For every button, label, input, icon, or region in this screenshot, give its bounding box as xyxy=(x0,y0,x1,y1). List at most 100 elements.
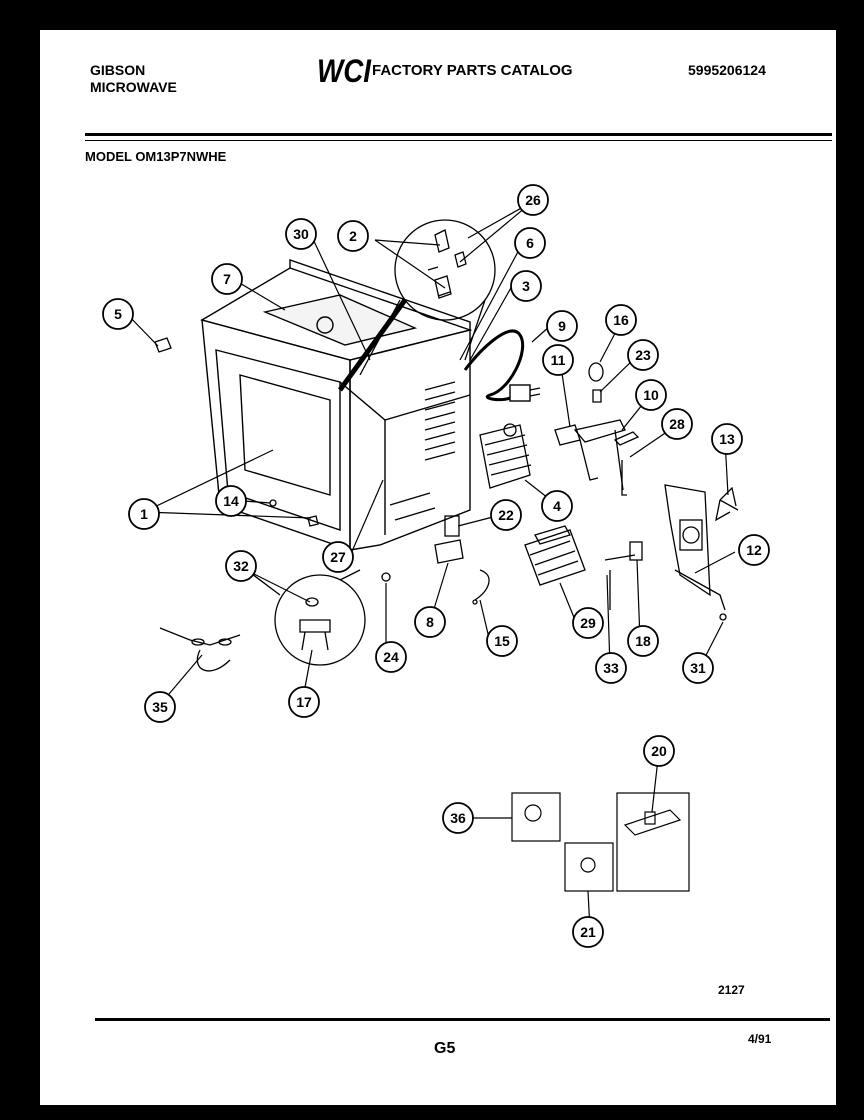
callout-circle xyxy=(682,652,714,684)
header-rule-thin xyxy=(85,140,832,141)
callout-26: 26 xyxy=(517,184,549,216)
callout-30: 30 xyxy=(285,218,317,250)
callout-8: 8 xyxy=(414,606,446,638)
callout-14: 14 xyxy=(215,485,247,517)
callout-circle xyxy=(517,184,549,216)
callout-label: 36 xyxy=(450,810,466,826)
callout-label: 26 xyxy=(525,192,541,208)
callout-label: 9 xyxy=(558,318,566,334)
magnetron xyxy=(479,423,532,489)
callout-12: 12 xyxy=(738,534,770,566)
power-cord xyxy=(463,329,541,402)
callout-circle xyxy=(661,408,693,440)
callout-circle xyxy=(635,379,667,411)
brackets xyxy=(554,362,640,496)
callout-32: 32 xyxy=(225,550,257,582)
callout-circle xyxy=(288,686,320,718)
callout-15: 15 xyxy=(486,625,518,657)
footer-rule xyxy=(95,1018,830,1021)
callout-18: 18 xyxy=(627,625,659,657)
callout-label: 31 xyxy=(690,660,706,676)
callout-label: 22 xyxy=(498,507,514,523)
callout-circle xyxy=(128,498,160,530)
callout-20: 20 xyxy=(643,735,675,767)
callout-24: 24 xyxy=(375,641,407,673)
callout-label: 10 xyxy=(643,387,659,403)
callout-1: 1 xyxy=(128,498,160,530)
callout-label: 27 xyxy=(330,549,346,565)
callout-circle xyxy=(572,916,604,948)
callout-2: 2 xyxy=(337,220,369,252)
callout-circle xyxy=(414,606,446,638)
callout-label: 4 xyxy=(553,498,561,514)
callout-circle xyxy=(542,344,574,376)
callout-label: 8 xyxy=(426,614,434,630)
callout-circle xyxy=(337,220,369,252)
callout-label: 2 xyxy=(349,228,357,244)
callout-circle xyxy=(322,541,354,573)
callout-17: 17 xyxy=(288,686,320,718)
callout-circle xyxy=(102,298,134,330)
callout-28: 28 xyxy=(661,408,693,440)
callout-29: 29 xyxy=(572,607,604,639)
header-rule xyxy=(85,133,832,136)
catalog-sheet: GIBSON MICROWAVE WCI FACTORY PARTS CATAL… xyxy=(40,30,836,1105)
small-fasteners xyxy=(154,337,391,582)
part-number: 5995206124 xyxy=(688,62,766,78)
callout-circle xyxy=(215,485,247,517)
wci-logo: WCI xyxy=(317,53,372,88)
callout-7: 7 xyxy=(211,263,243,295)
callout-35: 35 xyxy=(144,691,176,723)
callout-33: 33 xyxy=(595,652,627,684)
callout-21: 21 xyxy=(572,916,604,948)
callout-label: 13 xyxy=(719,431,735,447)
callout-36: 36 xyxy=(442,802,474,834)
callout-circle xyxy=(490,499,522,531)
callout-6: 6 xyxy=(514,227,546,259)
callout-circle xyxy=(211,263,243,295)
wire-lead xyxy=(159,627,241,672)
callout-circle xyxy=(605,304,637,336)
callout-circle xyxy=(711,423,743,455)
callout-11: 11 xyxy=(542,344,574,376)
callout-label: 28 xyxy=(669,416,685,432)
callout-circle xyxy=(442,802,474,834)
callout-9: 9 xyxy=(546,310,578,342)
callout-circle xyxy=(738,534,770,566)
callout-circle xyxy=(627,339,659,371)
callout-circle xyxy=(225,550,257,582)
thermostat-inset xyxy=(239,564,366,666)
callout-circle xyxy=(285,218,317,250)
callout-31: 31 xyxy=(682,652,714,684)
callout-label: 1 xyxy=(140,506,148,522)
callout-label: 6 xyxy=(526,235,534,251)
option-boxes xyxy=(511,792,690,892)
callout-label: 16 xyxy=(613,312,629,328)
callout-label: 5 xyxy=(114,306,122,322)
callout-label: 24 xyxy=(383,649,399,665)
interlock-inset xyxy=(359,219,496,376)
callout-label: 23 xyxy=(635,347,651,363)
callout-22: 22 xyxy=(490,499,522,531)
callout-label: 35 xyxy=(152,699,168,715)
callout-circle xyxy=(627,625,659,657)
model-label: MODEL OM13P7NWHE xyxy=(85,149,227,164)
callout-3: 3 xyxy=(510,270,542,302)
callout-label: 29 xyxy=(580,615,596,631)
wci-logo-text: WCI xyxy=(317,53,372,88)
callout-circle xyxy=(375,641,407,673)
callout-circle xyxy=(572,607,604,639)
brand-line-2: MICROWAVE xyxy=(90,79,177,95)
brand: GIBSON MICROWAVE xyxy=(90,62,177,96)
figure-number: 2127 xyxy=(718,983,745,997)
callout-circle xyxy=(541,490,573,522)
duct-strip xyxy=(337,298,408,392)
callout-label: 21 xyxy=(580,924,596,940)
callout-circle xyxy=(510,270,542,302)
brand-line-1: GIBSON xyxy=(90,62,146,78)
fan-bracket xyxy=(604,541,643,610)
callout-circle xyxy=(546,310,578,342)
callout-label: 12 xyxy=(746,542,762,558)
callout-circle xyxy=(144,691,176,723)
callout-27: 27 xyxy=(322,541,354,573)
